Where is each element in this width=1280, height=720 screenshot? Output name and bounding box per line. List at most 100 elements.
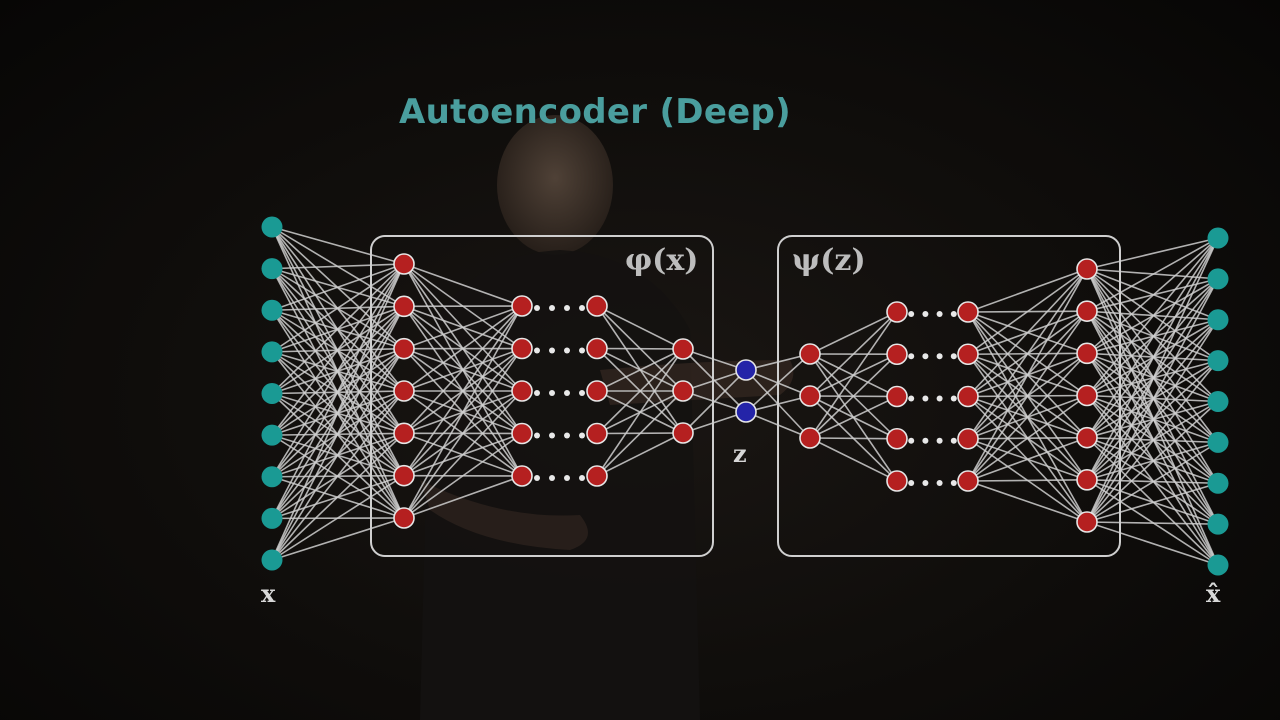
encoder-node [586,422,608,445]
edge [403,305,523,519]
ellipsis-dot [950,353,957,360]
edge [967,479,1088,482]
edge [967,268,1088,398]
encoder-node [393,380,415,402]
edge [271,390,405,561]
edge [271,263,405,270]
input-node [261,299,283,321]
input-node [261,466,283,488]
input-node [261,341,283,363]
ellipsis-dot [950,437,957,444]
ellipsis-dot [579,432,585,439]
edge [1086,237,1219,312]
edge [596,390,684,477]
edge [682,348,747,371]
output-node [1207,391,1229,412]
decoder-node [1076,342,1098,365]
encoder-node [511,465,533,487]
encoder-box [370,235,714,557]
edge [809,437,898,440]
edge [1086,360,1219,523]
decoder-node [886,385,908,408]
ellipsis-dot [564,390,570,396]
edge [1086,237,1219,523]
latent-node [735,401,757,423]
ellipsis-dot [922,311,929,317]
edge [967,394,1088,482]
decoder-node [957,301,979,323]
decoder-node [957,343,979,366]
edge [809,353,898,439]
output-label: x̂ [1206,579,1221,608]
encoder-node [672,338,694,360]
network-nodes [261,216,1229,576]
decoder-node [957,470,979,492]
ellipsis-dot [922,437,929,444]
input-node [261,383,283,404]
edge [596,347,684,350]
edge [809,311,898,355]
edge [1086,521,1219,525]
edge [809,311,898,397]
edge [682,369,747,434]
latent-node [735,359,757,381]
edge [809,311,898,439]
input-node [261,258,283,280]
edge [682,411,747,434]
ellipsis-dot [564,305,570,311]
edge [967,268,1088,440]
edge [596,305,684,350]
decoder-label: ψ(z) [792,243,866,278]
encoder-node [511,295,533,317]
edge [1086,237,1219,481]
output-node [1207,513,1229,535]
encoder-node [586,337,608,360]
edge [271,432,405,561]
edge [271,263,405,312]
edge [1086,521,1219,566]
edge [403,348,523,519]
encoder-node [393,422,415,445]
ellipsis-dot [549,390,555,396]
decoder-node [1076,426,1098,449]
decoder-box [777,235,1121,557]
ellipsis-dot [922,480,929,486]
edge [1086,237,1219,397]
edge [967,436,1088,482]
encoder-label: φ(x) [625,243,698,278]
ellipsis-dot [549,347,555,354]
decoder-node [1076,384,1098,407]
encoder-node [672,422,694,444]
output-node [1207,431,1229,453]
output-node [1207,554,1229,576]
ellipsis-dot [936,437,943,444]
input-label: x [261,579,276,608]
decoder-node [1076,511,1098,533]
edge [967,310,1088,482]
decoder-node [799,385,821,407]
input-node [261,507,283,529]
edge [403,305,523,477]
ellipsis-dot [549,305,555,311]
encoder-node [393,253,415,275]
ellipsis-dot [534,305,540,311]
ellipsis-dot [908,311,915,317]
ellipsis-dot [908,437,915,444]
edge [1086,319,1219,523]
encoder-node [511,337,533,360]
edge [403,475,523,519]
edge [271,474,405,561]
ellipsis-dot [936,480,943,486]
edge [967,480,1088,523]
ellipsis-dot [579,390,585,396]
ellipsis-dot [534,347,540,354]
decoder-node [799,343,821,365]
edge [271,517,405,561]
edge [1086,441,1219,523]
edge [596,348,684,435]
input-node [261,549,283,571]
output-node [1207,227,1229,249]
edge [1086,482,1219,523]
